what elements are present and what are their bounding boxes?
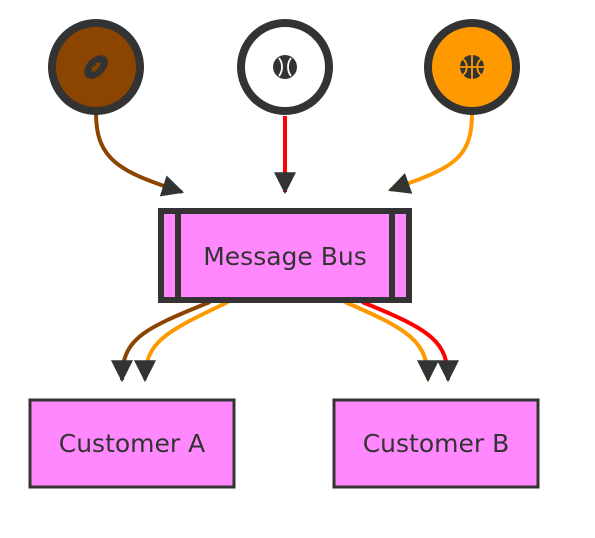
edge-basketball-to-bus <box>387 112 474 194</box>
baseball-icon <box>273 55 297 79</box>
source-node-football[interactable] <box>48 19 144 115</box>
customer-b-node[interactable]: Customer B <box>332 398 540 489</box>
football-icon <box>84 55 108 79</box>
customer-b-label: Customer B <box>363 429 510 458</box>
source-node-baseball[interactable] <box>237 19 333 115</box>
customer-a-label: Customer A <box>59 429 205 458</box>
customer-a-node[interactable]: Customer A <box>28 398 236 489</box>
message-bus-label: Message Bus <box>203 242 367 271</box>
edge-football-to-bus <box>94 112 185 197</box>
edge-bus-baseball-to-customer-b <box>361 300 459 383</box>
edge-bus-basketball-to-customer-b <box>344 300 439 383</box>
edge-bus-football-to-customer-a <box>111 300 211 383</box>
source-node-basketball[interactable] <box>424 19 520 115</box>
edge-bus-basketball-to-customer-a <box>134 300 229 383</box>
basketball-icon <box>460 55 484 79</box>
message-bus-node[interactable]: Message Bus <box>158 208 412 303</box>
